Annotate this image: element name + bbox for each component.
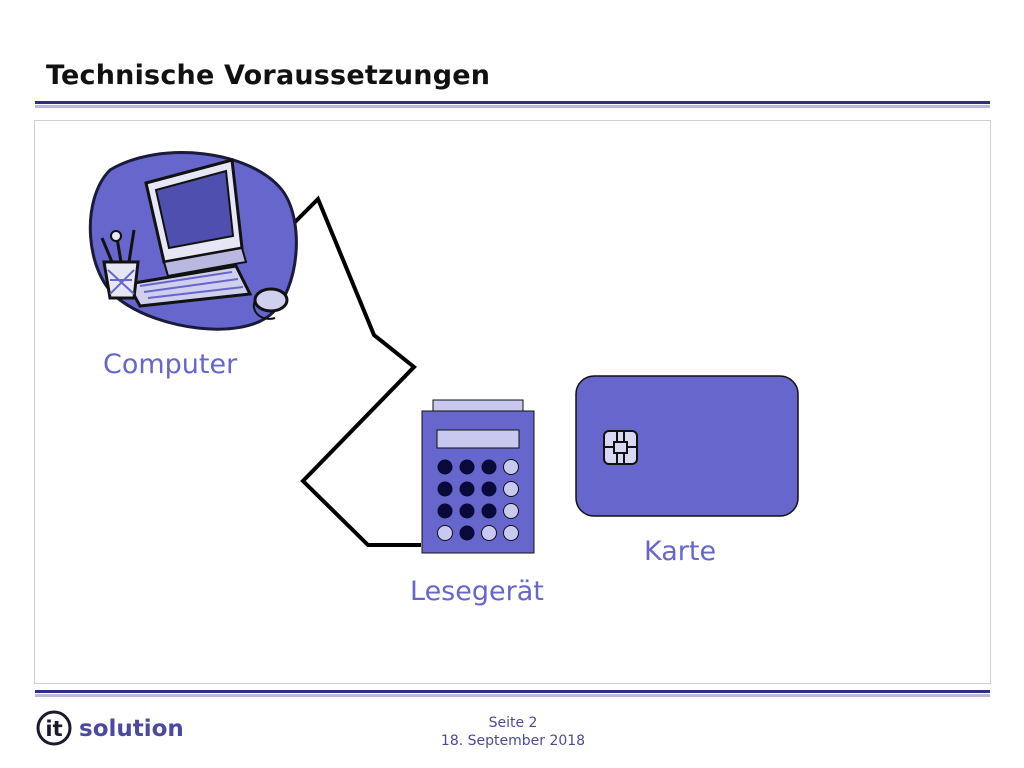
logo-wordmark: solution — [79, 716, 182, 742]
card-reader-label: Lesegerät — [410, 576, 544, 607]
title-divider-shadow — [35, 105, 990, 108]
cable — [285, 195, 421, 547]
computer-icon — [88, 151, 298, 331]
page-number: Seite 2 — [488, 715, 538, 731]
keypad — [437, 459, 519, 541]
card-reader-icon — [421, 399, 535, 554]
logo-mark: it — [45, 717, 62, 741]
title-divider — [35, 101, 990, 104]
smart-card-icon — [575, 375, 799, 517]
card-label: Karte — [644, 536, 717, 567]
it-solution-logo: it solution — [36, 710, 182, 746]
footer-page-info: Seite 2 18. September 2018 — [440, 714, 586, 750]
computer-label: Computer — [103, 349, 238, 380]
card-chip-icon — [603, 430, 638, 465]
footer-date: 18. September 2018 — [440, 733, 586, 749]
footer-divider — [35, 690, 990, 693]
slide-title: Technische Voraussetzungen — [46, 60, 491, 91]
footer-divider-shadow — [35, 694, 990, 697]
